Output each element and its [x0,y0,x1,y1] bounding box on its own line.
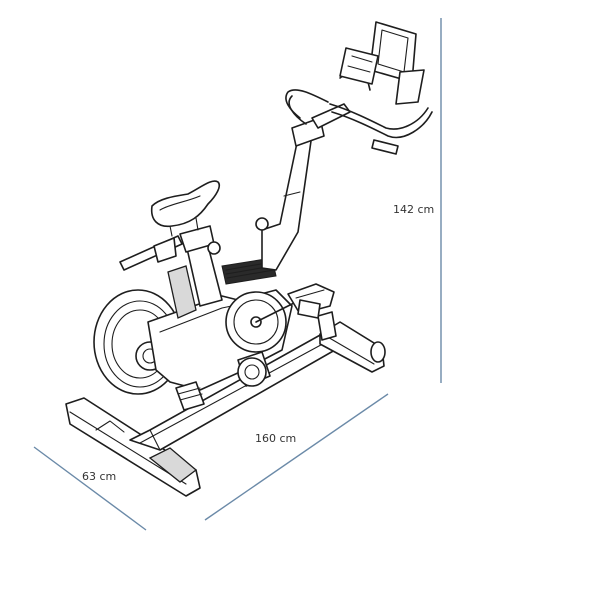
saddle [150,180,221,237]
rear-stabilizer [65,397,201,497]
dimension-lines [33,18,442,531]
exercise-bike-icon [65,21,433,497]
width-dimension-line [33,446,147,531]
base-frame [129,333,343,451]
length-dimension-line [204,393,389,521]
width-label: 63 cm [82,470,116,483]
seat-slider [119,235,183,271]
console [339,21,425,105]
lower-frame [175,351,271,411]
seat-post [179,225,223,307]
front-stabilizer [317,311,386,373]
handlebars [285,69,433,155]
pedal-crank [255,283,335,323]
length-label: 160 cm [255,432,296,445]
height-label: 142 cm [393,203,434,216]
handlebar-mast [255,103,351,271]
